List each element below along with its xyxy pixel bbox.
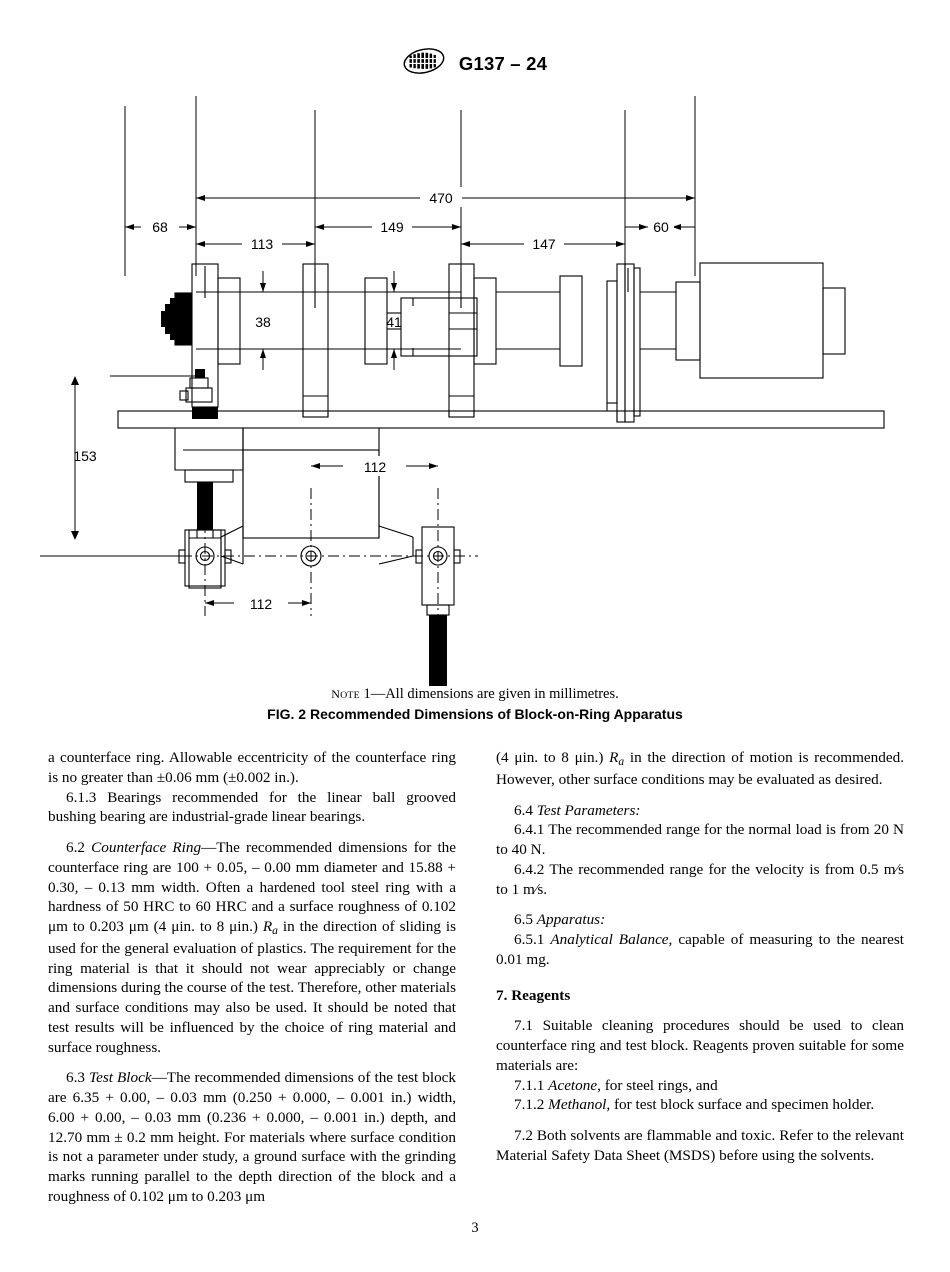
dim-147: 147 bbox=[532, 236, 556, 252]
astm-logo bbox=[403, 46, 445, 81]
paragraph-p-6-1-3: 6.1.3 Bearings recommended for the linea… bbox=[48, 788, 456, 826]
paragraph-p-7-1-1: 7.1.1 Acetone, for steel rings, and bbox=[514, 1076, 718, 1094]
figure-note-label: NOTE bbox=[331, 687, 360, 701]
body-columns: a counterface ring. Allowable eccentrici… bbox=[48, 748, 904, 1207]
dim-68: 68 bbox=[152, 219, 168, 235]
dim-38: 38 bbox=[255, 314, 271, 330]
paragraph-p-6-5: 6.5 Apparatus: bbox=[514, 911, 606, 929]
paragraph-p-6-1-2-cont: a counterface ring. Allowable eccentrici… bbox=[48, 749, 456, 786]
page-number: 3 bbox=[471, 1220, 479, 1236]
dim-112-lower: 112 bbox=[250, 596, 273, 612]
dim-113: 113 bbox=[251, 236, 274, 252]
figure-note: NOTE 1—All dimensions are given in milli… bbox=[0, 686, 950, 703]
right-text-column: (4 μin. to 8 μin.) Ra in the direction o… bbox=[496, 748, 904, 1207]
left-text-column: a counterface ring. Allowable eccentrici… bbox=[48, 748, 456, 1207]
paragraph-h-7: 7. Reagents bbox=[496, 986, 571, 1004]
dim-153: 153 bbox=[73, 448, 97, 464]
paragraph-p-6-4: 6.4 Test Parameters: bbox=[514, 801, 641, 819]
dim-41: 41 bbox=[386, 314, 402, 330]
dim-149: 149 bbox=[380, 219, 404, 235]
paragraph-p-7-1: 7.1 Suitable cleaning procedures should … bbox=[496, 1017, 904, 1074]
paragraph-p-6-5-1: 6.5.1 Analytical Balance, capable of mea… bbox=[496, 931, 904, 968]
paragraph-p-7-1-2: 7.1.2 Methanol, for test block surface a… bbox=[514, 1096, 875, 1114]
dim-112-upper: 112 bbox=[364, 459, 387, 475]
paragraph-p-6-3-cont: (4 μin. to 8 μin.) Ra in the direction o… bbox=[496, 749, 904, 788]
figure-note-text: 1—All dimensions are given in millimetre… bbox=[359, 686, 619, 702]
figure-2-drawing: 470 68 149 60 113 147 38 41 153 112 112 bbox=[0, 86, 950, 686]
paragraph-p-6-2: 6.2 Counterface Ring—The recommended dim… bbox=[48, 839, 457, 1056]
paragraph-p-6-3: 6.3 Test Block—The recommended dimension… bbox=[48, 1069, 456, 1205]
figure-caption: FIG. 2 Recommended Dimensions of Block-o… bbox=[267, 706, 683, 722]
paragraph-p-7-2: 7.2 Both solvents are flammable and toxi… bbox=[496, 1127, 904, 1164]
standard-designation: G137 – 24 bbox=[458, 52, 548, 74]
paragraph-p-6-4-1: 6.4.1 The recommended range for the norm… bbox=[496, 821, 904, 859]
paragraph-p-6-4-2: 6.4.2 The recommended range for the velo… bbox=[496, 860, 904, 898]
page-header: G137 – 24 bbox=[0, 46, 950, 81]
dim-60: 60 bbox=[653, 219, 669, 235]
dim-470: 470 bbox=[429, 190, 453, 206]
